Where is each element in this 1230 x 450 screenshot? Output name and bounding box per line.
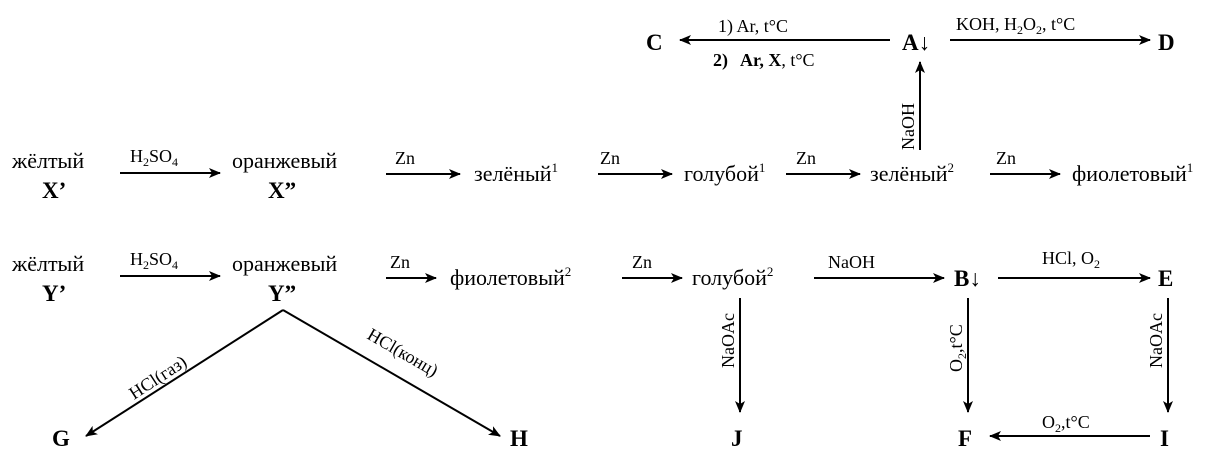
arrow-y-to-g xyxy=(85,309,284,437)
label-green2-to-a: NaOH xyxy=(898,103,918,150)
label-zn-6: Zn xyxy=(632,252,652,272)
node-x-prime: X’ xyxy=(42,178,66,203)
node-blue2: голубой2 xyxy=(692,264,773,290)
label-y-to-g: HCl(газ) xyxy=(125,351,191,404)
node-c: C xyxy=(646,30,663,55)
node-x-double-prime: X” xyxy=(268,178,296,203)
label-b-to-f: O2,t°C xyxy=(946,324,969,372)
node-y-yellow: жёлтый xyxy=(11,251,84,276)
node-d: D xyxy=(1158,30,1175,55)
node-h: H xyxy=(510,426,528,450)
label-zn-1: Zn xyxy=(395,148,415,168)
label-b-to-e: HCl, O2 xyxy=(1042,248,1100,271)
label-blue2-to-j: NaOAc xyxy=(718,313,738,368)
label-a-to-c-2: 2)Ar, X, t°C xyxy=(713,50,815,71)
label-zn-3: Zn xyxy=(796,148,816,168)
label-a-to-c-1: 1) Ar, t°C xyxy=(718,16,788,37)
label-y-acid: H2SO4 xyxy=(130,249,178,272)
node-y-prime: Y’ xyxy=(42,281,66,306)
label-zn-2: Zn xyxy=(600,148,620,168)
label-a-to-d: KOH, H2O2, t°C xyxy=(956,14,1075,37)
label-x-acid: H2SO4 xyxy=(130,146,178,169)
node-i: I xyxy=(1160,426,1169,450)
label-zn-4: Zn xyxy=(996,148,1016,168)
node-y-orange: оранжевый xyxy=(232,251,337,276)
arrow-y-to-h xyxy=(282,309,501,437)
node-g: G xyxy=(52,426,70,450)
label-blue2-to-b: NaOH xyxy=(828,252,875,272)
node-x-yellow: жёлтый xyxy=(11,148,84,173)
node-green1: зелёный1 xyxy=(474,160,558,186)
node-y-double-prime: Y” xyxy=(268,281,296,306)
node-x-orange: оранжевый xyxy=(232,148,337,173)
label-y-to-h: HCl(конц) xyxy=(364,324,442,381)
node-j: J xyxy=(731,426,743,450)
label-e-to-i: NaOAc xyxy=(1146,313,1166,368)
node-e: E xyxy=(1158,266,1173,291)
node-blue1: голубой1 xyxy=(684,160,765,186)
node-violet2: фиолетовый2 xyxy=(450,264,571,290)
label-zn-5: Zn xyxy=(390,252,410,272)
label-i-to-f: O2,t°C xyxy=(1042,412,1090,435)
node-green2: зелёный2 xyxy=(870,160,954,186)
node-b: B↓ xyxy=(954,266,981,291)
node-violet1: фиолетовый1 xyxy=(1072,160,1193,186)
node-a: A↓ xyxy=(902,30,930,55)
node-f: F xyxy=(958,426,972,450)
